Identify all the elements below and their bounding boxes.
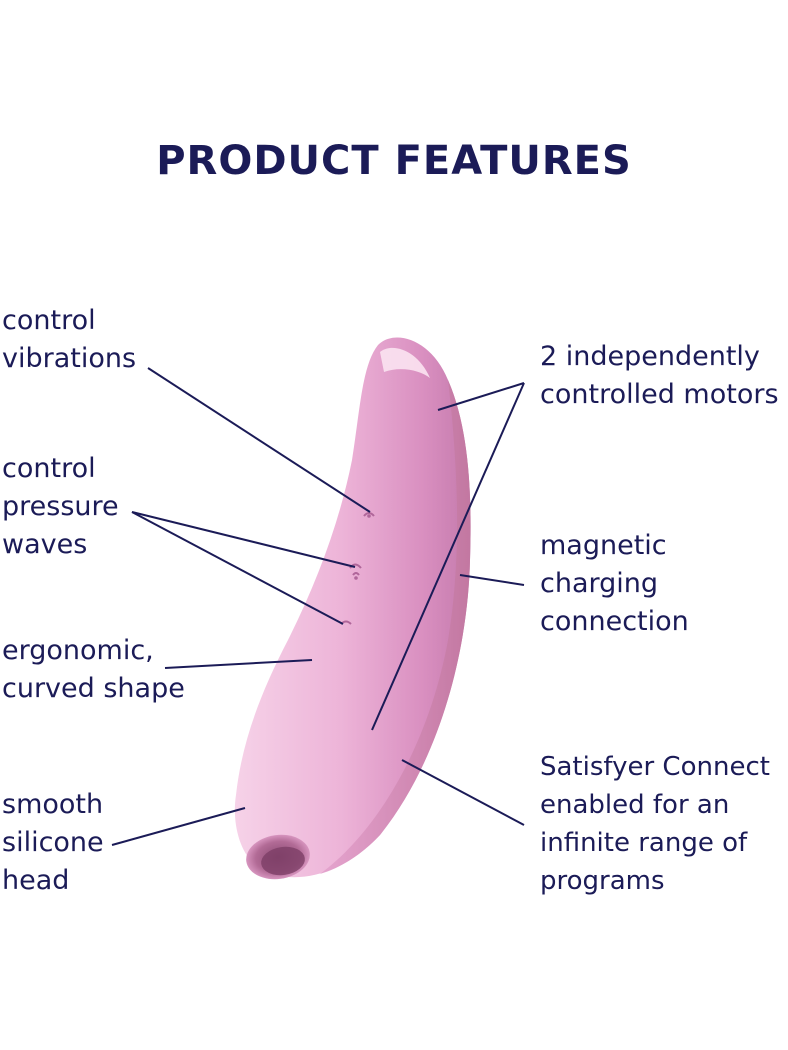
device-body [234,337,471,878]
feature-label-vibrations: control vibrations [2,305,137,374]
pointer-line-connect [401,759,525,826]
pointer-line-pressure-2 [131,511,344,625]
device-highlight [380,347,430,378]
pointer-line-charging [459,574,525,586]
pointer-line-motors-2 [371,382,525,731]
page-title: PRODUCT FEATURES [156,138,632,184]
pointer-line-head [111,807,246,846]
feature-label-charging: magnetic charging connection [540,530,689,637]
device-side [320,380,471,874]
pointer-line-vibrations [147,367,371,513]
feature-label-connect: Satisfyer Connect enabled for an infinit… [540,752,770,896]
feature-label-head: smooth silicone head [2,789,104,896]
pointer-lines [111,367,525,846]
feature-label-motors: 2 independently controlled motors [540,341,779,410]
feature-label-pressure: control pressure waves [2,453,119,560]
pointer-line-motors-1 [437,382,525,411]
feature-label-shape: ergonomic, curved shape [2,635,185,704]
pointer-line-pressure-1 [131,511,356,568]
pointer-line-shape [164,659,313,669]
vibration-button-icon [363,512,375,518]
